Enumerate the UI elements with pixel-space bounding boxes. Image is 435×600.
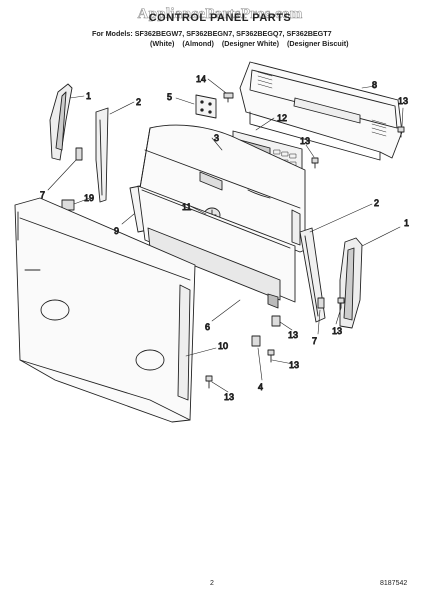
part-1-left-end-cap: [49, 83, 73, 161]
page-number: 2: [210, 580, 214, 587]
part-10-rear-panel: [14, 197, 196, 423]
part-13-screw-e: [205, 375, 213, 389]
document-number: 8187542: [380, 580, 408, 587]
callout-11: 11: [182, 202, 191, 212]
part-1-right-end-cap: [339, 237, 363, 329]
callout-6: 6: [205, 322, 210, 332]
color-designer-white: (Designer White): [221, 39, 280, 48]
part-13-screw-a: [311, 157, 319, 169]
color-designer-biscuit: (Designer Biscuit): [287, 39, 349, 48]
callout-5: 5: [167, 92, 172, 102]
callout-13-clip-lower: 13: [289, 360, 299, 370]
color-list: (White) (Almond) (Designer White) (Desig…: [150, 39, 390, 48]
callout-13-bottom: 13: [224, 392, 234, 402]
callout-8: 8: [372, 80, 377, 90]
diagram-title: CONTROL PANEL PARTS: [148, 12, 292, 24]
part-8-rear-trim: [239, 61, 403, 161]
callout-13-right-cap: 13: [332, 326, 342, 336]
part-2-left-side-trim: [95, 107, 109, 203]
callout-19: 19: [84, 193, 94, 203]
part-3-control-panel: [139, 124, 306, 253]
part-13-screw-b: [397, 126, 405, 138]
callout-2-left: 2: [136, 97, 141, 107]
callout-9: 9: [114, 226, 119, 236]
callout-14: 14: [196, 74, 206, 84]
callout-1-left: 1: [86, 91, 91, 101]
callout-1-right: 1: [404, 218, 409, 228]
callout-13-clip: 13: [288, 330, 298, 340]
callout-7-right: 7: [312, 336, 317, 346]
callout-12: 12: [277, 113, 287, 123]
part-19-spacer: [61, 199, 75, 211]
part-7-left-clip: [75, 147, 83, 161]
leader-lines: [47, 78, 404, 393]
color-almond: (Almond): [182, 39, 214, 48]
part-4-clip: [251, 315, 281, 347]
part-14-screw: [223, 92, 234, 103]
callout-10: 10: [218, 341, 228, 351]
watermark-text: AppliancePartsPros.com: [137, 6, 303, 23]
callout-13-control: 13: [300, 136, 310, 146]
callout-4: 4: [258, 382, 263, 392]
callout-3: 3: [214, 133, 219, 143]
part-7-right-clip: [317, 297, 325, 309]
part-6-panel-insert: [137, 185, 296, 309]
callout-2-right: 2: [374, 198, 379, 208]
callout-13-top-right: 13: [398, 96, 408, 106]
part-13-screw-d: [267, 349, 275, 363]
part-13-screw-c: [337, 297, 345, 309]
model-list: For Models: SF362BEGW7, SF362BEGN7, SF36…: [92, 29, 332, 38]
part-5-bracket: [195, 94, 217, 119]
callout-7-left: 7: [40, 190, 45, 200]
color-white: (White): [150, 39, 175, 48]
